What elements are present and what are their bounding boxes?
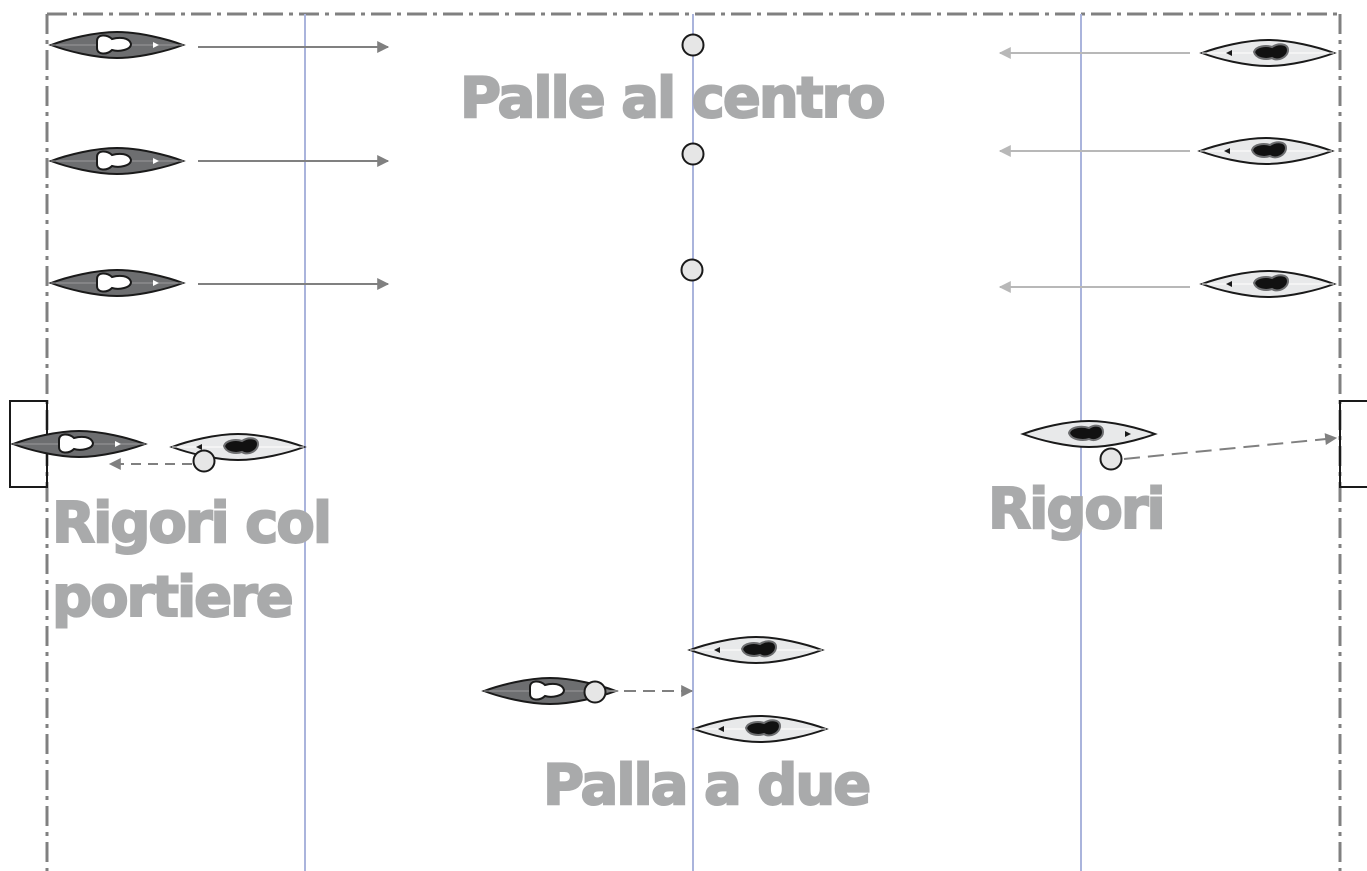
- kayak-light-icon: [171, 433, 305, 461]
- kayak-light-icon: [1201, 39, 1335, 67]
- label-rigori-col-line2: portiere: [51, 564, 295, 631]
- kayak-light-icon: [1201, 270, 1335, 298]
- team-a-line-up: [50, 31, 390, 297]
- label-rigori-col-portiere: Rigori col portiere: [51, 487, 333, 635]
- label-palla-a-due: Palla a due: [542, 752, 872, 819]
- right-goal-icon: [1339, 400, 1367, 488]
- ball-icon: [192, 449, 216, 473]
- kayak-light-icon: [689, 636, 823, 664]
- label-rigori: Rigori: [987, 476, 1167, 543]
- kayak-dark-icon: [50, 147, 184, 175]
- ball-icon: [681, 142, 705, 166]
- penalty-shot: [1022, 420, 1338, 471]
- penalty-with-goalkeeper: [12, 430, 305, 473]
- kayak-dark-icon: [12, 430, 146, 458]
- kayak-light-icon: [693, 715, 827, 743]
- kayak-light-icon: [1199, 137, 1333, 165]
- shot-arrow: [1123, 433, 1338, 460]
- kayak-dark-icon: [50, 31, 184, 59]
- throw-in: [483, 636, 827, 743]
- team-b-line-up: [998, 39, 1335, 298]
- kayak-dark-icon: [50, 269, 184, 297]
- ball-icon: [681, 33, 705, 57]
- ball-icon: [583, 680, 607, 704]
- kayak-light-icon: [1022, 420, 1156, 448]
- ball-icon: [1099, 447, 1123, 471]
- label-rigori-col-line1: Rigori col: [51, 490, 333, 557]
- center-balls: [680, 33, 705, 282]
- ball-icon: [680, 258, 704, 282]
- label-palle-al-centro: Palle al centro: [459, 65, 887, 132]
